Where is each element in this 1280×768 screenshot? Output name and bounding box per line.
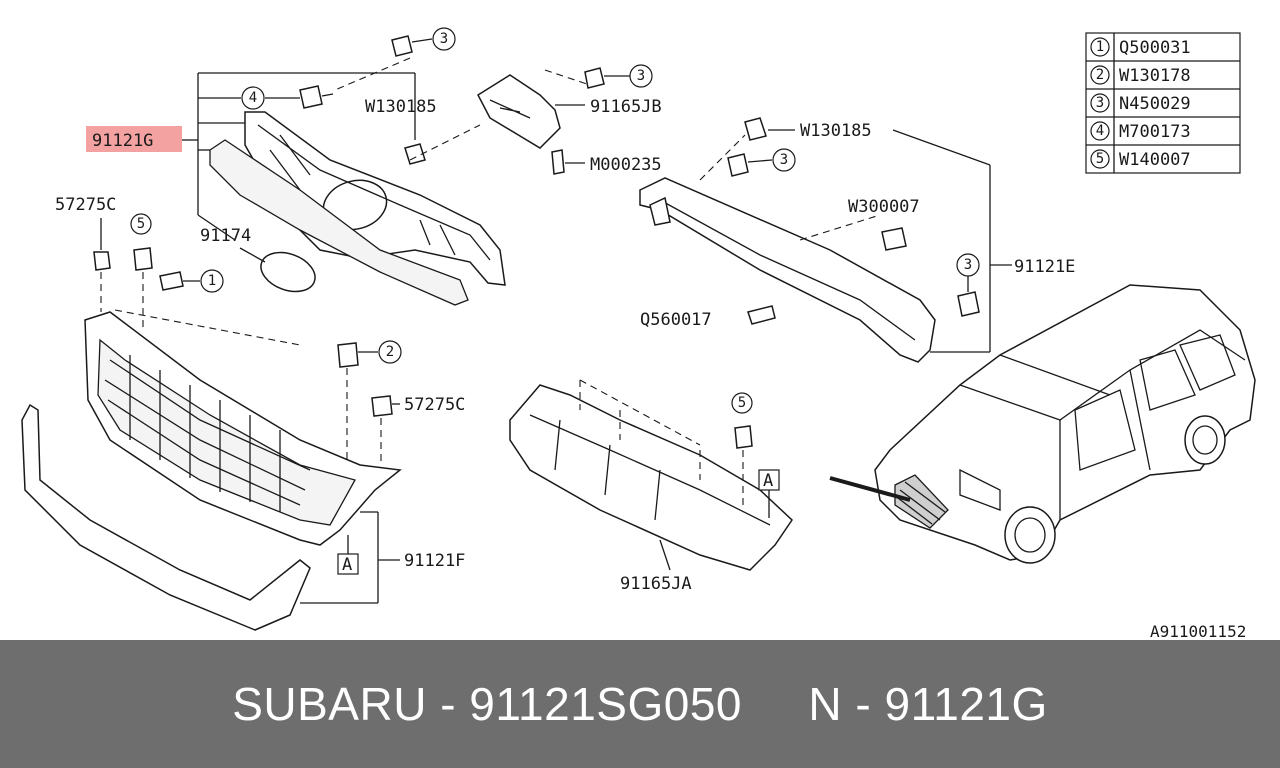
- clip-w130185-left: [404, 143, 426, 165]
- ref-box-a-left: A: [342, 555, 352, 575]
- parts-diagram: 1 Q500031 2 W130178 3 N450029 4 M700173 …: [21, 27, 1256, 640]
- clip-n450029-beam: [727, 153, 749, 177]
- upper-beam-91121e: [639, 177, 936, 363]
- clip-n450029-right: [957, 291, 980, 317]
- clip-w130185-right: [744, 117, 767, 141]
- callout-3d: 3: [964, 257, 972, 273]
- part-label-91165jb: 91165JB: [590, 97, 662, 117]
- part-label-m000235: M000235: [590, 155, 662, 175]
- legend-part-number: M700173: [1119, 122, 1191, 142]
- clip-w130178: [337, 342, 359, 368]
- part-label-91121e: 91121E: [1014, 257, 1075, 277]
- leader-91121g: [182, 72, 416, 241]
- part-label-91121f: 91121F: [404, 551, 465, 571]
- upper-grille: [209, 111, 506, 306]
- legend-row-3: 3 N450029: [1090, 93, 1191, 114]
- legend-row-5: 5 W140007: [1090, 149, 1191, 170]
- legend-part-number: W140007: [1119, 150, 1191, 170]
- clip-57275c-top: [93, 251, 111, 271]
- footer-part-number: SUBARU - 91121SG050 N - 91121G: [232, 678, 1048, 730]
- legend-part-number: W130178: [1119, 66, 1191, 86]
- legend-num: 4: [1096, 123, 1104, 139]
- bolt-q500031: [159, 271, 184, 291]
- callout-1: 1: [208, 273, 216, 289]
- legend-num: 2: [1096, 67, 1104, 83]
- legend-row-2: 2 W130178: [1090, 65, 1191, 86]
- part-label-57275c-top: 57275C: [55, 195, 116, 215]
- callout-3a: 3: [440, 31, 448, 47]
- cover-91165ja: [509, 384, 793, 571]
- legend-part-number: Q500031: [1119, 38, 1191, 58]
- legend-num: 5: [1096, 151, 1104, 167]
- legend-num: 1: [1096, 39, 1104, 55]
- main-part-highlight: [86, 126, 182, 152]
- bolt-q560017: [747, 305, 776, 325]
- part-label-w300007: W300007: [848, 197, 920, 217]
- part-label-w130185-right: W130185: [800, 121, 872, 141]
- callout-3b: 3: [637, 68, 645, 84]
- part-label-91174: 91174: [200, 226, 251, 246]
- ref-box-a-right: A: [763, 471, 773, 491]
- legend-row-1: 1 Q500031: [1090, 37, 1191, 58]
- callout-2: 2: [386, 344, 394, 360]
- legend-row-4: 4 M700173: [1090, 121, 1191, 142]
- callout-3c: 3: [780, 152, 788, 168]
- callout-5a: 5: [137, 216, 145, 232]
- clip-w140007-right: [734, 425, 753, 449]
- part-label-w130185-left: W130185: [365, 97, 437, 117]
- main-part-label: 91121G: [92, 131, 153, 151]
- part-label-q560017: Q560017: [640, 310, 712, 330]
- part-label-91165ja: 91165JA: [620, 574, 692, 594]
- image-code: A911001152: [1150, 622, 1246, 640]
- legend-part-number: N450029: [1119, 94, 1191, 114]
- clip-w140007-left: [133, 247, 153, 271]
- legend-num: 3: [1096, 95, 1104, 111]
- lower-grille-91121f: [21, 311, 402, 631]
- part-label-57275c-mid: 57275C: [404, 395, 465, 415]
- callout-4: 4: [249, 90, 257, 106]
- bracket-91165jb: 3: [477, 64, 653, 175]
- vehicle-illustration: [829, 284, 1256, 564]
- clip-57275c-mid: [371, 395, 393, 417]
- footer-bar: SUBARU - 91121SG050 N - 91121G: [0, 640, 1280, 768]
- clip-m700173: 4: [241, 85, 334, 110]
- callout-5b: 5: [738, 395, 746, 411]
- clip-n450029-top: 3: [391, 27, 456, 57]
- legend-table: 1 Q500031 2 W130178 3 N450029 4 M700173 …: [1085, 32, 1241, 174]
- nut-w300007: [881, 227, 907, 251]
